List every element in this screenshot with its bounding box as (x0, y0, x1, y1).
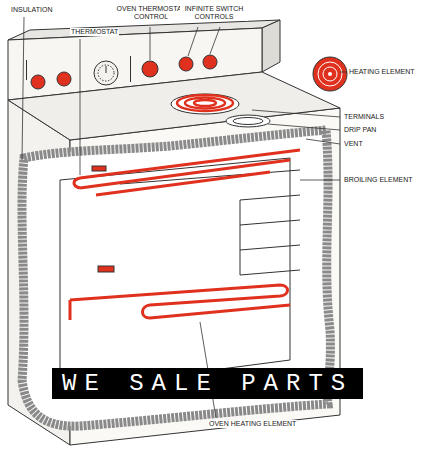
banner-text: WE SALE PARTS (62, 370, 353, 397)
part-label: THERMOSTAT (70, 28, 119, 36)
part-label: VENT (343, 140, 364, 148)
part-label: INFINITE SWITCH CONTROLS (180, 5, 248, 21)
part-label: OVEN THERMOSTAT CONTROL (114, 5, 188, 21)
oven-cavity (60, 158, 300, 390)
part-label: OVEN HEATING ELEMENT (208, 420, 297, 428)
heating-element-detail (313, 57, 347, 91)
part-label: TERMINALS (343, 113, 385, 121)
part-label: DRIP PAN (343, 126, 377, 134)
part-label: INSULATION (10, 6, 54, 14)
leader-lines (22, 17, 347, 418)
knobs (26, 55, 217, 89)
thermostat-bulb (98, 266, 114, 272)
part-label: BROILING ELEMENT (343, 176, 413, 184)
part-label: HEATING ELEMENT (348, 68, 416, 76)
cooktop (8, 72, 340, 140)
thermostat-bulb (92, 166, 106, 171)
banner-band: WE SALE PARTS (52, 368, 363, 399)
broil-element (74, 150, 300, 195)
panel-side (262, 20, 280, 72)
bake-element (70, 285, 290, 320)
